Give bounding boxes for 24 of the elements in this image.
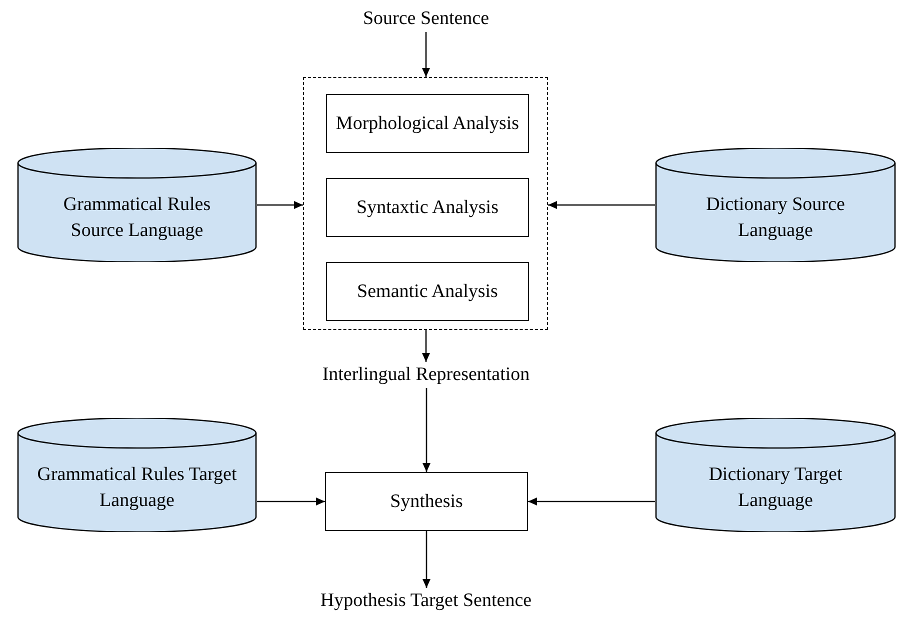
process-box	[326, 262, 529, 321]
arrow	[257, 498, 325, 506]
node-label: Dictionary Target Language	[708, 463, 844, 513]
node-label: Grammatical Rules Target Language	[37, 463, 237, 513]
process-box	[326, 94, 529, 153]
arrow	[422, 32, 430, 77]
flow-label: Hypothesis Target Sentence	[320, 589, 532, 613]
arrow	[257, 201, 303, 209]
node-label: Syntaxtic Analysis	[356, 196, 498, 220]
arrow	[422, 388, 430, 472]
node-label: Synthesis	[390, 490, 463, 514]
node-label: Morphological Analysis	[336, 112, 520, 136]
arrow	[528, 498, 655, 506]
flow-label: Interlingual Representation	[322, 363, 530, 387]
node-label: Semantic Analysis	[357, 280, 498, 304]
node-label: Grammatical Rules Source Language	[62, 193, 212, 243]
arrow	[548, 201, 655, 209]
arrow	[422, 330, 430, 362]
process-box	[325, 472, 528, 531]
flow-label: Source Sentence	[362, 7, 490, 31]
node-label: Dictionary Source Language	[706, 193, 846, 243]
dashed-group-box	[303, 77, 548, 330]
arrow	[422, 531, 430, 588]
process-box	[326, 178, 529, 237]
